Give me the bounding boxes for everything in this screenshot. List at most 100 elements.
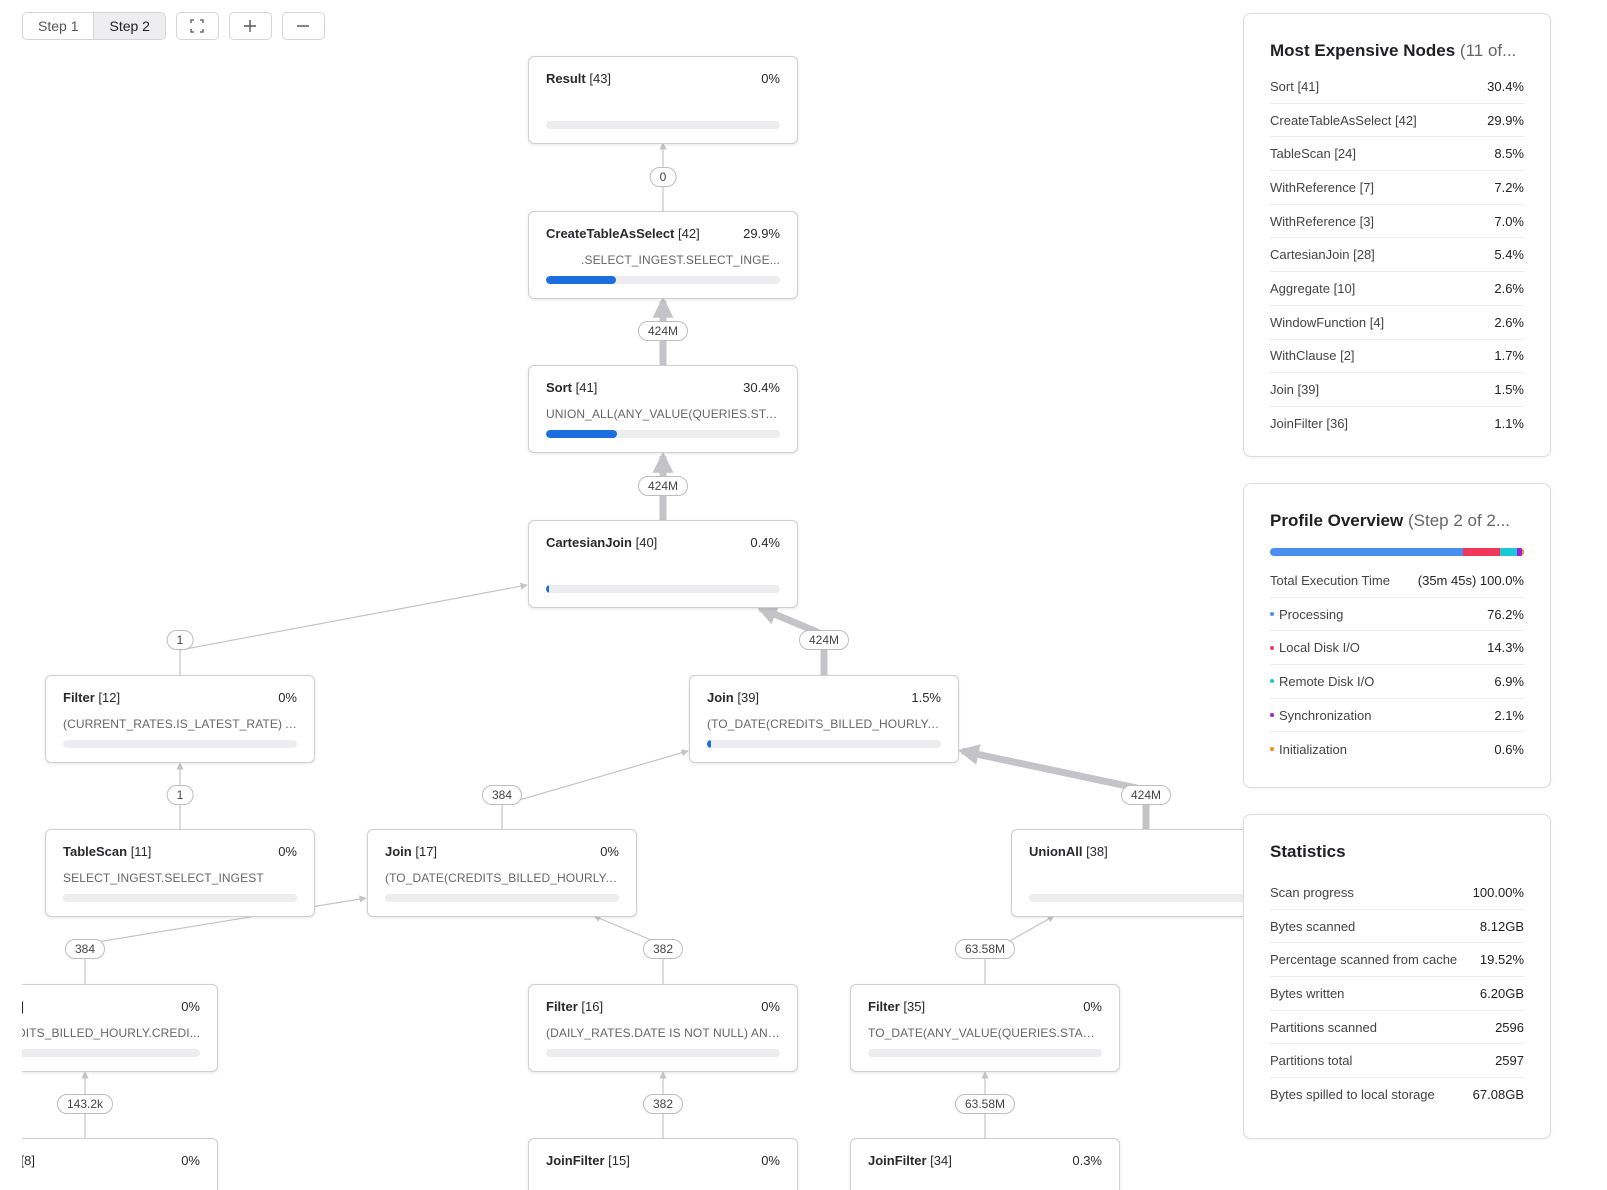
graph-node[interactable]: Filter [35] 0% TO_DATE(ANY_VALUE(QUERIES…	[850, 984, 1120, 1072]
graph-node[interactable]: CreateTableAsSelect [42] 29.9% .SELECT_I…	[528, 211, 798, 299]
row-value: 2596	[1495, 1019, 1524, 1035]
row-value: 19.52%	[1479, 952, 1524, 968]
node-percent: 0%	[761, 71, 780, 86]
node-progress-fill	[546, 276, 616, 284]
row-label: Join [39]	[1270, 382, 1320, 398]
breakdown-row[interactable]: Synchronization 2.1%	[1270, 699, 1524, 733]
row-label: JoinFilter [36]	[1270, 416, 1349, 432]
step-2-button[interactable]: Step 2	[93, 13, 165, 39]
graph-node[interactable]: te [9] 0% DITS_BILLED_HOURLY.CREDI...	[22, 984, 218, 1072]
graph-node[interactable]: Join [17] 0% (TO_DATE(CREDITS_BILLED_HOU…	[367, 829, 637, 917]
segment-processing	[1270, 548, 1464, 556]
node-description: DITS_BILLED_HOURLY.CREDI...	[22, 1026, 200, 1040]
expensive-node-list: Sort [41]30.4% CreateTableAsSelect [42]2…	[1270, 70, 1524, 441]
expensive-node-row[interactable]: CartesianJoin [28]5.4%	[1270, 238, 1524, 273]
step-1-button[interactable]: Step 1	[38, 18, 79, 34]
graph-node[interactable]: TableScan [11] 0% SELECT_INGEST.SELECT_I…	[45, 829, 315, 917]
legend-dot	[1270, 747, 1274, 752]
row-label: CartesianJoin [28]	[1270, 247, 1375, 263]
row-label: Processing	[1279, 606, 1344, 622]
panel-title: Profile Overview	[1270, 511, 1404, 530]
fit-screen-icon	[190, 19, 205, 33]
edge-row-count: 424M	[637, 476, 689, 496]
segment-remote-disk-io	[1499, 548, 1518, 556]
node-name: UnionAll	[1029, 844, 1083, 859]
row-value: 0.6%	[1494, 741, 1524, 757]
edge-12-40	[179, 582, 528, 675]
node-id: [39]	[737, 690, 760, 705]
edge-row-count: 63.58M	[954, 1094, 1016, 1114]
graph-node[interactable]: Result [43] 0%	[528, 56, 798, 144]
node-progress-bar	[63, 740, 297, 748]
node-percent: 0.3%	[1072, 1153, 1102, 1168]
graph-node[interactable]: JoinFilter [34] 0.3%	[850, 1138, 1120, 1190]
expensive-node-row[interactable]: WithClause [2]1.7%	[1270, 340, 1524, 374]
most-expensive-nodes-panel: Most Expensive Nodes (11 of... Sort [41]…	[1243, 13, 1551, 457]
query-graph-canvas[interactable]: Result [43] 0% CreateTableAsSelect [42] …	[22, 0, 1248, 1190]
node-percent: 30.4%	[743, 380, 780, 395]
graph-node[interactable]: JoinFilter [15] 0%	[528, 1138, 798, 1190]
zoom-out-button[interactable]	[281, 12, 325, 40]
graph-node[interactable]: rence [8] 0%	[22, 1138, 218, 1190]
expensive-node-row[interactable]: WithReference [3]7.0%	[1270, 205, 1524, 239]
graph-node[interactable]: Filter [16] 0% (DAILY_RATES.DATE IS NOT …	[528, 984, 798, 1072]
expensive-node-row[interactable]: WindowFunction [4]2.6%	[1270, 306, 1524, 340]
node-percent: 29.9%	[743, 226, 780, 241]
node-progress-bar	[546, 585, 780, 593]
graph-node[interactable]: Filter [12] 0% (CURRENT_RATES.IS_LATEST_…	[45, 675, 315, 763]
node-name: Filter	[868, 999, 900, 1014]
graph-node[interactable]: UnionAll [38]	[1011, 829, 1248, 917]
segment-synchronization	[1517, 548, 1523, 556]
row-label: Partitions scanned	[1270, 1019, 1377, 1035]
node-id: [42]	[678, 226, 700, 241]
row-label: WindowFunction [4]	[1270, 314, 1385, 330]
node-percent: 0%	[181, 1153, 200, 1168]
panel-title: Most Expensive Nodes	[1270, 41, 1456, 60]
zoom-in-button[interactable]	[228, 12, 272, 40]
row-value: (35m 45s) 100.0%	[1417, 572, 1524, 588]
expensive-node-row[interactable]: TableScan [24]8.5%	[1270, 137, 1524, 172]
node-percent: 0.4%	[750, 535, 780, 550]
node-description: (TO_DATE(CREDITS_BILLED_HOURLY.H...	[385, 871, 619, 885]
node-percent: 0%	[600, 844, 619, 859]
expensive-node-row[interactable]: CreateTableAsSelect [42]29.9%	[1270, 104, 1524, 138]
expensive-node-row[interactable]: WithReference [7]7.2%	[1270, 171, 1524, 205]
row-label: Synchronization	[1279, 707, 1372, 723]
edge-17-39	[501, 749, 689, 829]
expensive-node-row[interactable]: JoinFilter [36]1.1%	[1270, 407, 1524, 441]
graph-node[interactable]: CartesianJoin [40] 0.4%	[528, 520, 798, 608]
graph-node[interactable]: Join [39] 1.5% (TO_DATE(CREDITS_BILLED_H…	[689, 675, 959, 763]
expensive-node-row[interactable]: Sort [41]30.4%	[1270, 70, 1524, 104]
row-label: Local Disk I/O	[1279, 640, 1360, 656]
fit-screen-button[interactable]	[175, 12, 219, 40]
node-name: Join	[707, 690, 734, 705]
node-progress-bar	[707, 740, 941, 748]
node-progress-bar	[868, 1049, 1102, 1057]
node-percent: 0%	[761, 1153, 780, 1168]
legend-dot	[1270, 679, 1274, 684]
edge-row-count: 382	[642, 939, 684, 959]
profile-overview-panel: Profile Overview (Step 2 of 2... Total E…	[1243, 483, 1551, 788]
edge-row-count: 382	[642, 1094, 684, 1114]
expensive-node-row[interactable]: Join [39]1.5%	[1270, 373, 1524, 407]
panel-title: Statistics	[1270, 842, 1346, 861]
node-id: [12]	[98, 690, 121, 705]
graph-node[interactable]: Sort [41] 30.4% UNION_ALL(ANY_VALUE(QUER…	[528, 365, 798, 453]
edge-row-count: 143.2k	[56, 1094, 114, 1114]
minus-icon	[297, 25, 310, 27]
row-value: 2.1%	[1494, 707, 1524, 723]
node-description: UNION_ALL(ANY_VALUE(QUERIES.STAR...	[546, 407, 780, 421]
legend-dot	[1270, 612, 1274, 617]
node-percent: 0%	[278, 844, 297, 859]
expensive-node-row[interactable]: Aggregate [10]2.6%	[1270, 272, 1524, 306]
row-value: 67.08GB	[1472, 1087, 1524, 1103]
node-progress-fill	[546, 585, 549, 593]
row-value: 7.2%	[1494, 179, 1524, 195]
row-label: Aggregate [10]	[1270, 280, 1356, 296]
